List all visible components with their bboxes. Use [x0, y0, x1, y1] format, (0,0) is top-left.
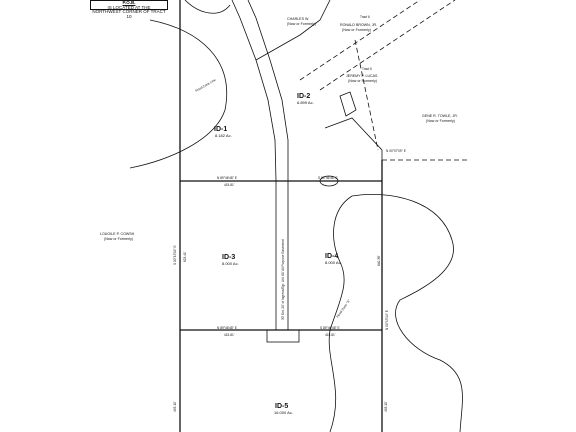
owner-charles-note: (Now or Formerly) — [287, 22, 316, 26]
dashed-line-3 — [354, 39, 379, 151]
owner-west-note: (Now or Formerly) — [104, 237, 133, 241]
tract-id1-label: ID-1 — [214, 126, 227, 133]
easement-line-west — [231, 0, 277, 330]
tract-id4-area: 8.000 Ac. — [325, 260, 342, 265]
owner-jeremy-name: JEREMY P. LUCAS — [346, 74, 378, 78]
id2-north-line — [255, 0, 331, 61]
easement-line-east — [247, 0, 289, 330]
id2-east-line — [324, 117, 383, 160]
east-tie-bearing: N 00°07'09" E — [386, 149, 406, 153]
south-west-distance: 493.10' — [173, 401, 177, 412]
mid-west-bearing: N 89°46'48" E — [217, 326, 237, 330]
tract-id4-label: ID-4 — [325, 253, 338, 260]
easement-label: 30' Ext. 20' of Ingress/Egr. Util. 60' A… — [281, 239, 285, 320]
owner-gene-note: (Now or Formerly) — [426, 119, 455, 123]
east-line-distance: 640.38' — [377, 255, 381, 266]
mid-east-distance: 415.81' — [325, 333, 336, 337]
flood-zone-west — [328, 195, 353, 432]
tract-note-6: Tract 6 — [360, 15, 370, 19]
owner-charles-name: CHARLES W. — [287, 17, 309, 21]
dashed-line-1 — [299, 0, 421, 81]
tract-note-5: Tract 5 — [362, 67, 372, 71]
tract-id2-label: ID-2 — [297, 93, 310, 100]
creek-north — [129, 19, 227, 169]
tract-id5-label: ID-5 — [275, 403, 288, 410]
flood-zone-east — [351, 193, 463, 432]
owner-ronald-note: (Now or Formerly) — [342, 28, 371, 32]
west-line-distance: 623.41' — [183, 251, 187, 262]
east-line-bearing: N 00°13'14" E — [385, 310, 389, 330]
owner-gene-name: GENE R. TOWLE, JR. — [422, 114, 458, 118]
owner-ronald-name: RONALD BROWN, JR. — [340, 23, 377, 27]
ns-tie-distance: 415.81' — [224, 183, 235, 187]
south-tie-bearing: S 89°46'48" E — [318, 176, 338, 180]
creek-top — [184, 0, 231, 14]
pob-line2: NORTHWEST CORNER OF TRACT 10 — [92, 9, 166, 19]
owner-west-name: LOUOILE P. COWSH — [100, 232, 135, 236]
structure-outline — [339, 91, 357, 117]
tract-id3-area: 8.000 Ac. — [222, 261, 239, 266]
ns-tie-bearing: N 89°46'48" E — [217, 176, 237, 180]
tract-id1-area: 8.182 Ac. — [215, 133, 232, 138]
tract-id2-area: 6.899 Ac. — [297, 100, 314, 105]
south-east-distance: 493.10' — [384, 401, 388, 412]
tract-id5-area: 16.000 Ac. — [274, 410, 293, 415]
creek-label-1: Flood Zone Line — [195, 78, 217, 93]
mid-east-bearing: S 89°46'48" E — [320, 326, 340, 330]
pob-title: P.O.B. — [122, 0, 136, 5]
west-line-bearing: S 00°13'04" E — [173, 245, 177, 265]
owner-jeremy-note: (Now or Formerly) — [348, 79, 377, 83]
tract-id3-label: ID-3 — [222, 254, 235, 261]
dashed-line-2 — [319, 0, 456, 91]
well-marker — [319, 175, 339, 187]
pob-note: P.O.B. IS LOCATED AT THE NORTHWEST CORNE… — [90, 0, 168, 18]
pob-line1: IS LOCATED AT THE — [107, 4, 151, 10]
mid-west-distance: 415.81' — [224, 333, 235, 337]
easement-turnaround — [266, 329, 300, 343]
